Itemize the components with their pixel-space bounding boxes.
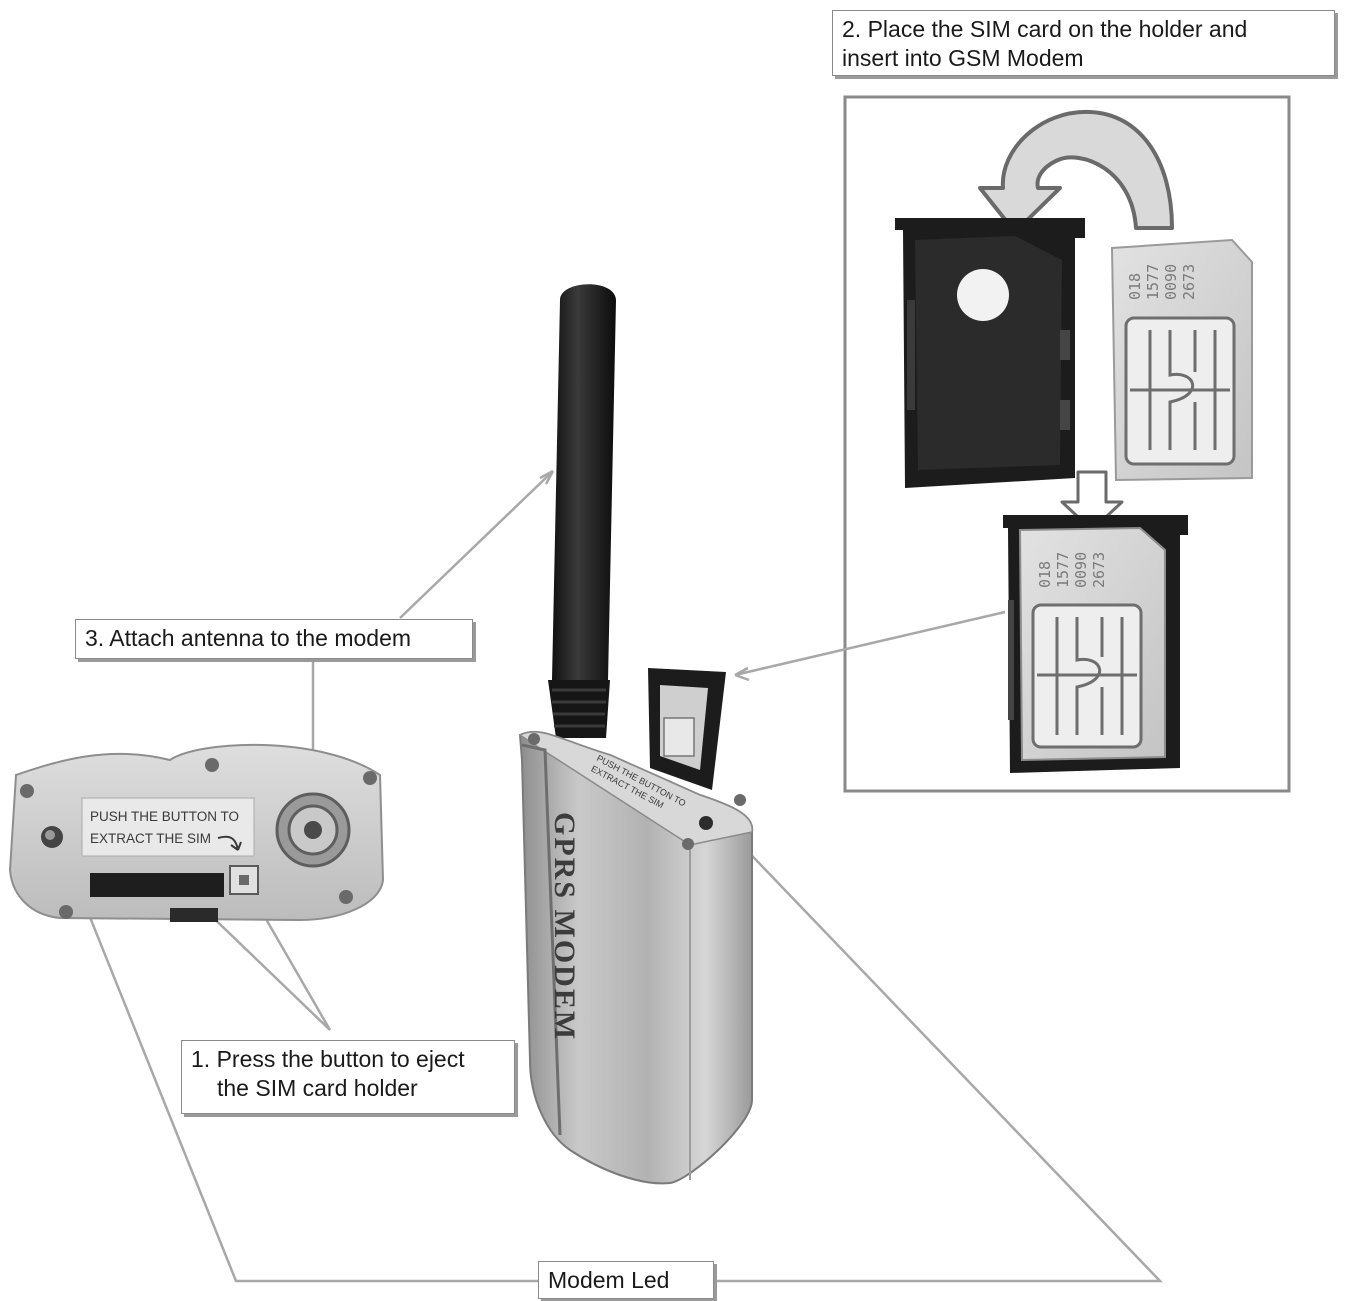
callout-step-2-line1: 2. Place the SIM card on the holder and xyxy=(842,16,1248,42)
body-screw xyxy=(682,838,694,850)
modem-brand-text: GPRS MODEM xyxy=(548,812,581,1041)
inserted-sim-holder xyxy=(648,668,726,790)
antenna-connector-icon xyxy=(275,792,351,868)
sim-slot xyxy=(90,873,224,897)
sim-number-line: 1577 xyxy=(1054,552,1072,588)
sim-card: 018 1577 0090 2673 xyxy=(1110,238,1253,482)
sim-number-line: 2673 xyxy=(1090,552,1108,588)
callout-step-2-line2: insert into GSM Modem xyxy=(842,45,1084,71)
modem-device: PUSH THE BUTTON TO EXTRACT THE SIM GPRS … xyxy=(518,284,754,1185)
modem-top-face xyxy=(518,731,753,846)
modem-brand: GPRS MODEM xyxy=(548,812,581,1041)
sim-number-line: 0090 xyxy=(1072,552,1090,588)
modem-front-panel: PUSH THE BUTTON TO EXTRACT THE SIM xyxy=(8,743,385,922)
sim-card-number: 018 1577 0090 2673 xyxy=(1126,264,1198,300)
leader-led-front xyxy=(63,854,538,1283)
sim-number-line: 0090 xyxy=(1162,264,1180,300)
leader-antenna xyxy=(399,470,554,619)
panel-label-line2: EXTRACT THE SIM xyxy=(90,831,211,846)
led-icon xyxy=(41,826,63,848)
panel-label-arrow-icon xyxy=(217,835,242,851)
loaded-sim-holder: 018 1577 0090 2673 xyxy=(1003,515,1188,773)
panel-screw xyxy=(20,784,34,798)
callout-modem-led-label: Modem Led xyxy=(548,1267,670,1293)
panel-screw xyxy=(339,890,353,904)
antenna xyxy=(548,284,616,738)
callout-step-1-line1: 1. Press the button to eject xyxy=(191,1046,465,1072)
sim-card-number: 018 1577 0090 2673 xyxy=(1036,552,1108,588)
callout-step-3-label: 3. Attach antenna to the modem xyxy=(85,625,412,651)
curved-arrow-icon xyxy=(978,109,1174,234)
leader-sim-slot xyxy=(734,610,1006,677)
leader-eject-button xyxy=(199,899,332,1031)
callout-step-2: 2. Place the SIM card on the holder and … xyxy=(832,10,1335,76)
leader-led-top xyxy=(714,837,1163,1283)
eject-button-inner xyxy=(239,875,249,885)
panel-screw xyxy=(59,905,73,919)
sim-chip-icon xyxy=(1031,603,1143,749)
sim-number-line: 018 xyxy=(1036,561,1054,588)
led-icon xyxy=(699,816,713,830)
panel-screw xyxy=(363,771,377,785)
body-screw xyxy=(734,794,746,806)
sim-number-line: 1577 xyxy=(1144,264,1162,300)
callout-step-3: 3. Attach antenna to the modem xyxy=(75,619,473,659)
callout-step-1: 1. Press the button to eject the SIM car… xyxy=(181,1040,515,1114)
empty-sim-holder xyxy=(895,218,1085,488)
panel-screw xyxy=(205,758,219,772)
callout-modem-led: Modem Led xyxy=(538,1261,714,1299)
sim-placement-box: 018 1577 0090 2673 018 1577 0090 2673 xyxy=(843,95,1291,793)
sim-number-line: 2673 xyxy=(1180,264,1198,300)
sim-chip-icon xyxy=(1124,316,1236,466)
sim-number-line: 018 xyxy=(1126,273,1144,300)
body-screw xyxy=(528,733,540,745)
leader-sim-slot-arrowhead xyxy=(734,666,750,682)
callout-step-1-line2: the SIM card holder xyxy=(217,1075,418,1101)
leader-antenna-arrowhead xyxy=(539,469,555,485)
panel-label-line1: PUSH THE BUTTON TO xyxy=(90,809,239,824)
panel-label-sticker xyxy=(81,797,255,857)
panel-lower-slot xyxy=(170,908,218,922)
